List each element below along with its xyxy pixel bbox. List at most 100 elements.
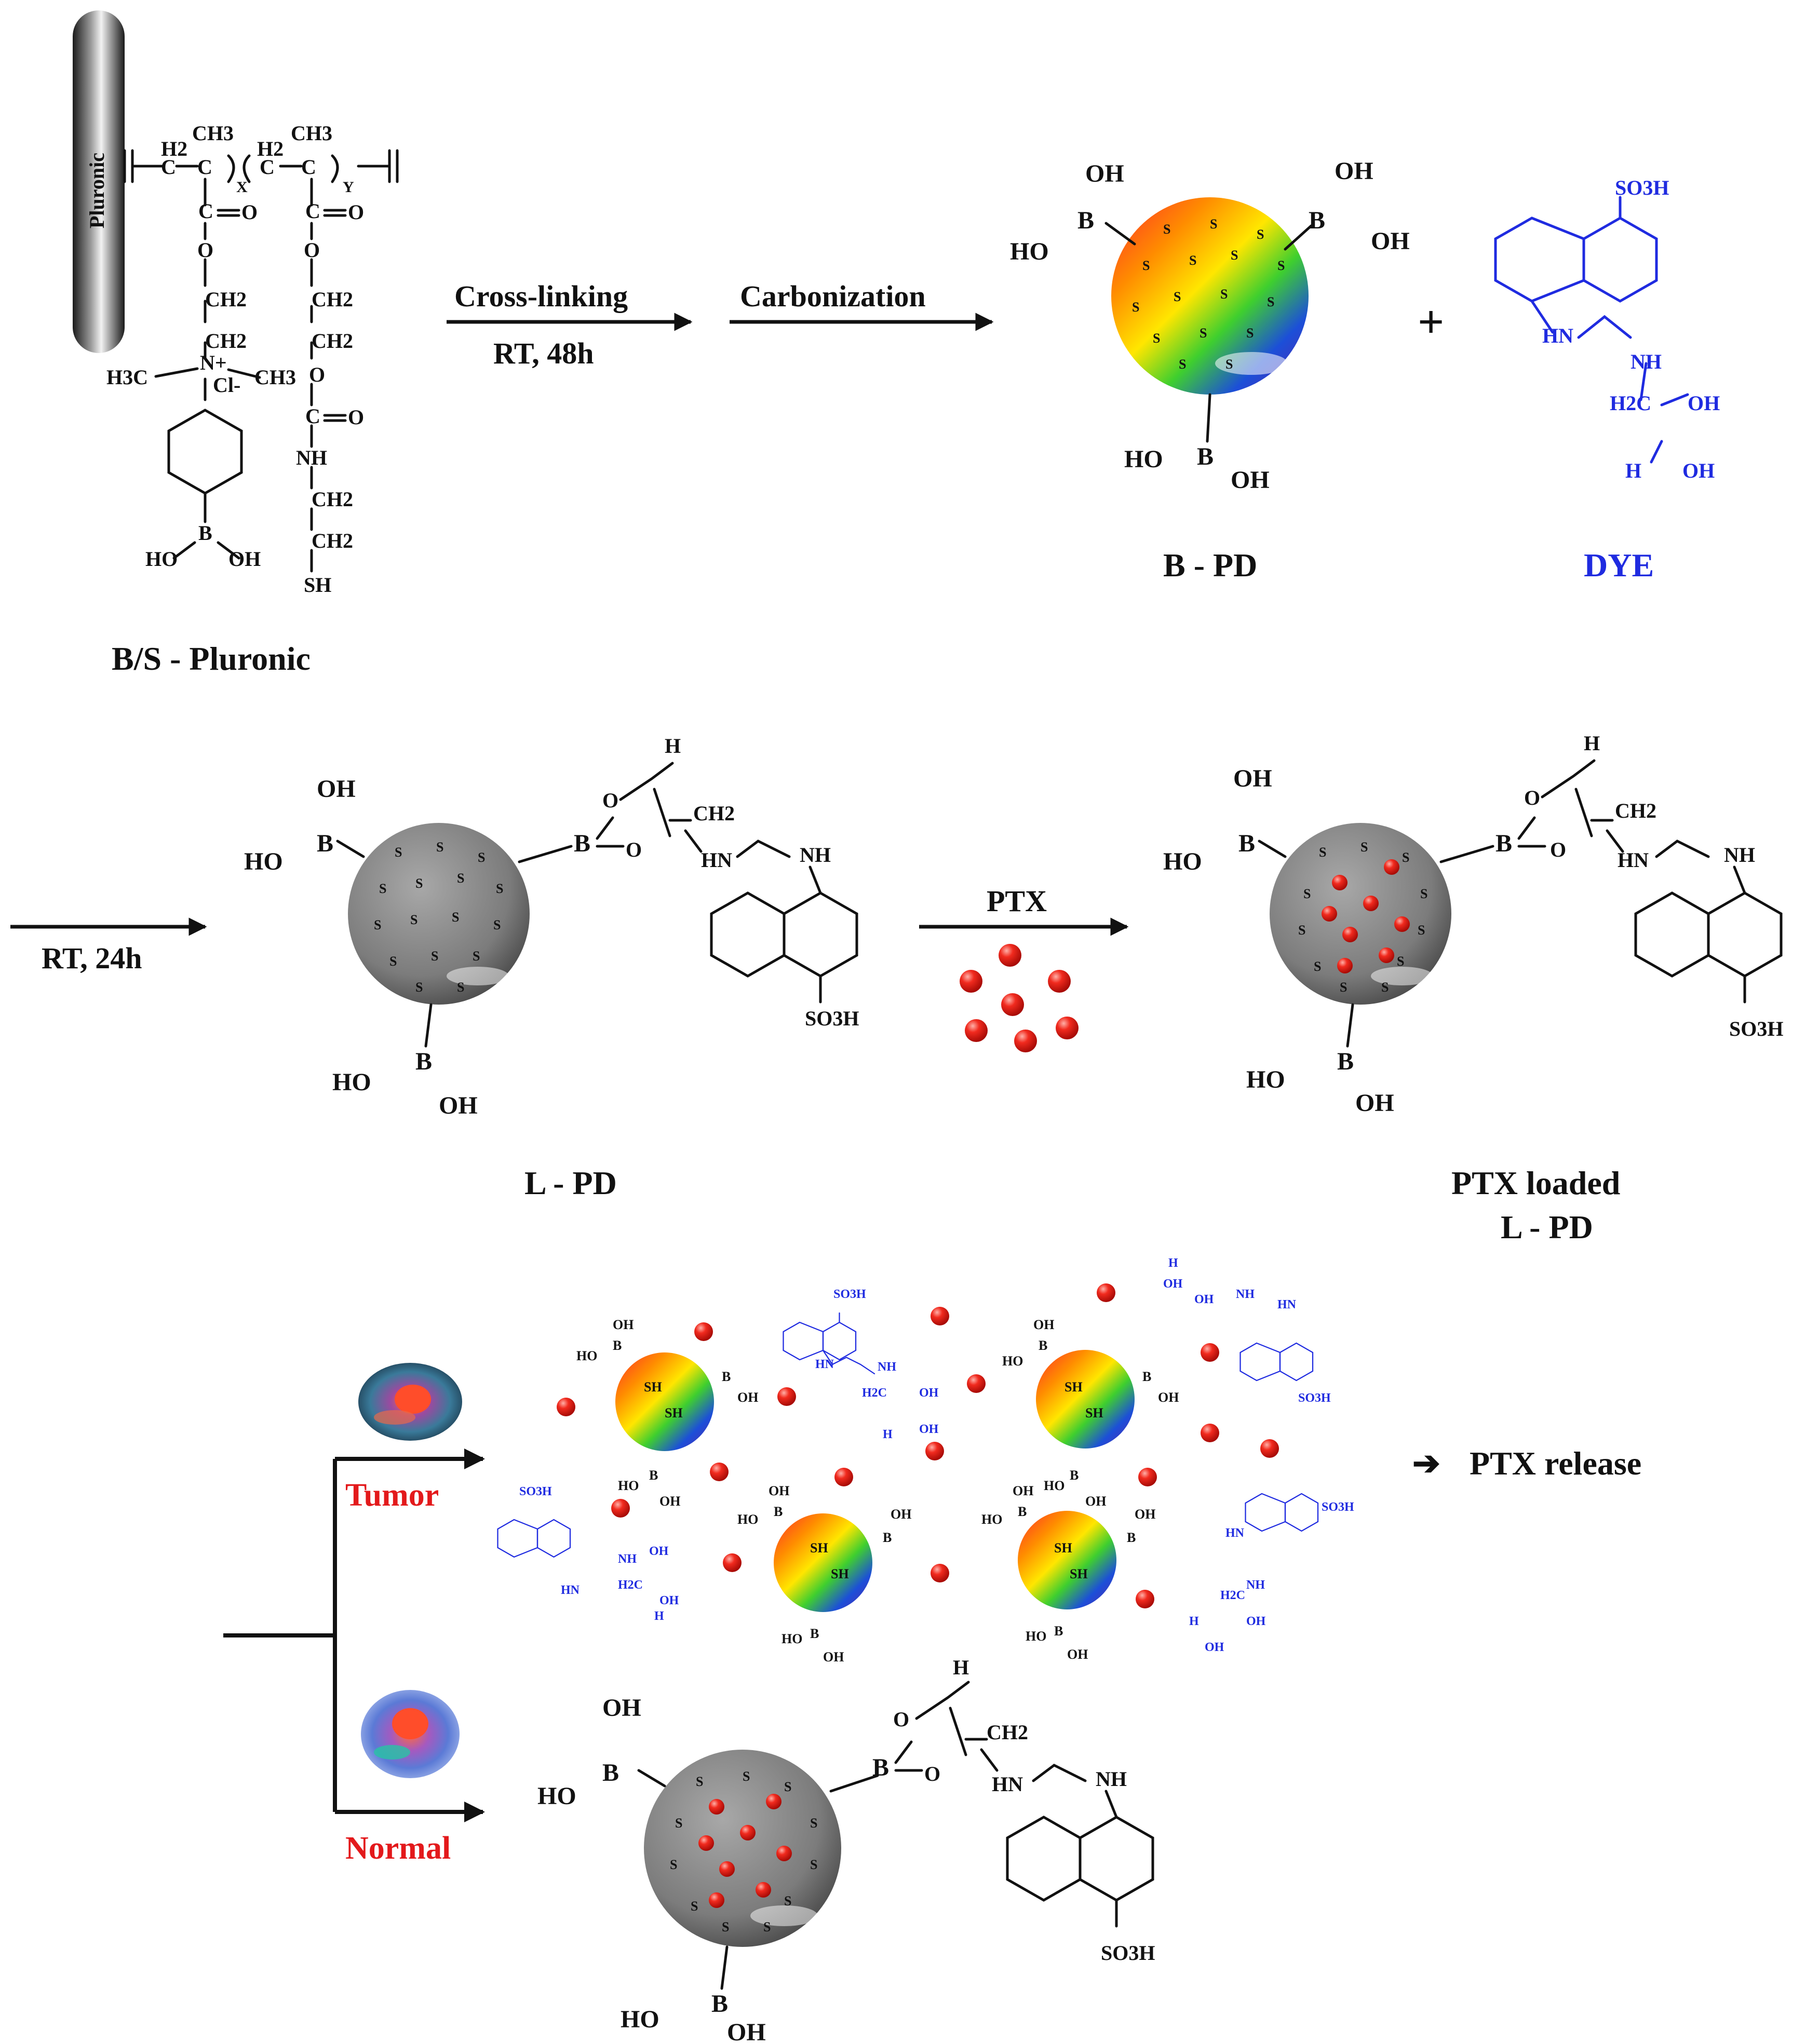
normal-cell-icon — [361, 1690, 460, 1778]
normal-conj-so3h: SO3H — [1101, 1941, 1155, 1965]
normal-ho1: HO — [537, 1782, 576, 1810]
ptx-conj-h: H — [1584, 732, 1600, 755]
tumor-label: Tumor — [345, 1478, 439, 1513]
normal-conj-o1: O — [893, 1708, 909, 1731]
ch2-f: CH2 — [312, 529, 353, 552]
l-pd-conj-o1: O — [602, 789, 618, 812]
o-carbamate-2: O — [348, 405, 364, 429]
b-poly: B — [198, 521, 212, 545]
l-pd-conj-o2: O — [626, 838, 642, 861]
ch3-b: CH3 — [291, 121, 332, 145]
b-pd-b2: B — [1309, 207, 1325, 234]
l-pd-b3: B — [415, 1048, 432, 1075]
l-pd-ho1: HO — [244, 848, 283, 875]
svg-text:B: B — [1142, 1369, 1151, 1384]
y-sub: Y — [343, 179, 354, 196]
encapsulated-ptx — [1322, 859, 1410, 973]
svg-text:S: S — [1381, 980, 1389, 995]
arrow-rt24h: RT, 24h — [10, 917, 207, 975]
svg-text:OH: OH — [649, 1545, 669, 1558]
svg-text:OH: OH — [1033, 1317, 1054, 1332]
svg-text:S: S — [1174, 289, 1181, 304]
svg-text:S: S — [722, 1919, 729, 1934]
svg-text:HN: HN — [1225, 1526, 1245, 1540]
ptx-loaded-label-1: PTX loaded — [1451, 1165, 1620, 1201]
normal-oh1: OH — [602, 1694, 641, 1722]
arrow-ptx: PTX — [919, 884, 1129, 1052]
o-carbonyl-b: O — [348, 200, 364, 224]
svg-text:S: S — [743, 1769, 750, 1784]
svg-text:S: S — [1189, 253, 1196, 268]
svg-text:S: S — [473, 949, 480, 964]
svg-text:SH: SH — [1065, 1379, 1083, 1395]
svg-text:B: B — [1070, 1468, 1079, 1483]
l-pd-label: L - PD — [524, 1165, 617, 1201]
svg-text:HO: HO — [1044, 1478, 1065, 1493]
normal-conj-nh: NH — [1096, 1767, 1127, 1791]
svg-text:HO: HO — [981, 1512, 1002, 1527]
svg-text:SO3H: SO3H — [1322, 1500, 1354, 1514]
dye-oh1: OH — [1688, 391, 1720, 415]
ptx-conj-o2: O — [1550, 838, 1566, 861]
svg-text:S: S — [1397, 954, 1404, 969]
svg-text:B: B — [1127, 1530, 1136, 1545]
svg-text:SH: SH — [665, 1405, 683, 1420]
svg-text:B: B — [722, 1369, 731, 1384]
svg-text:SH: SH — [1085, 1405, 1103, 1420]
svg-text:OH: OH — [1067, 1647, 1088, 1662]
ch3-a: CH3 — [192, 121, 234, 145]
svg-text:S: S — [1220, 287, 1228, 302]
svg-text:B: B — [1039, 1338, 1047, 1353]
svg-text:H: H — [883, 1428, 893, 1441]
c-d: C — [301, 155, 316, 179]
l-pd-oh1: OH — [317, 775, 356, 803]
ptx-conj-b: B — [1495, 830, 1512, 857]
h2-a: H2 — [161, 137, 187, 160]
b-pd-ho1: HO — [1010, 238, 1049, 265]
svg-text:S: S — [763, 1919, 771, 1934]
svg-text:SO3H: SO3H — [1298, 1391, 1331, 1405]
b-pd-ho3: HO — [1124, 445, 1163, 473]
ch3-right: CH3 — [254, 366, 296, 389]
c-a: C — [161, 155, 176, 179]
ptx-conj-ch2: CH2 — [1615, 799, 1656, 822]
b-pd-label: B - PD — [1163, 547, 1257, 584]
carbonization-label: Carbonization — [740, 279, 926, 313]
svg-text:SH: SH — [644, 1379, 662, 1395]
normal-b1: B — [602, 1759, 619, 1786]
bs-pluronic-structure: Pluronic H2 C C CH3 X H2 C C CH3 Y C O O… — [73, 10, 399, 597]
ch2-b: CH2 — [205, 329, 247, 353]
svg-text:B: B — [810, 1626, 819, 1641]
svg-text:SO3H: SO3H — [833, 1288, 866, 1301]
svg-text:S: S — [457, 980, 464, 995]
ptx-label: PTX — [987, 884, 1047, 918]
o-carbamate: O — [309, 363, 325, 386]
svg-text:OH: OH — [769, 1483, 789, 1498]
c-carbonyl-b: C — [305, 199, 320, 223]
svg-text:S: S — [478, 850, 485, 865]
c-b: C — [197, 155, 212, 179]
arrow-crosslinking: Cross-linking RT, 48h — [447, 279, 693, 370]
dye-label: DYE — [1584, 547, 1654, 584]
svg-text:B: B — [649, 1468, 658, 1483]
ch2-e: CH2 — [312, 488, 353, 511]
dye-nh: NH — [1631, 350, 1662, 373]
o-ester-b: O — [304, 238, 320, 262]
b-pd-b3: B — [1197, 443, 1214, 470]
free-dye-molecules: SO3H HN NH H2C OH H OH H OH OH NH HN SO3… — [497, 1256, 1354, 1654]
svg-text:NH: NH — [878, 1360, 896, 1374]
sh-poly: SH — [304, 573, 331, 597]
svg-text:S: S — [379, 881, 386, 896]
svg-text:OH: OH — [613, 1317, 634, 1332]
svg-text:S: S — [457, 871, 464, 886]
svg-text:S: S — [395, 845, 402, 860]
svg-text:S: S — [415, 876, 423, 891]
svg-text:OH: OH — [1194, 1293, 1214, 1306]
normal-ho3: HO — [621, 2006, 659, 2033]
